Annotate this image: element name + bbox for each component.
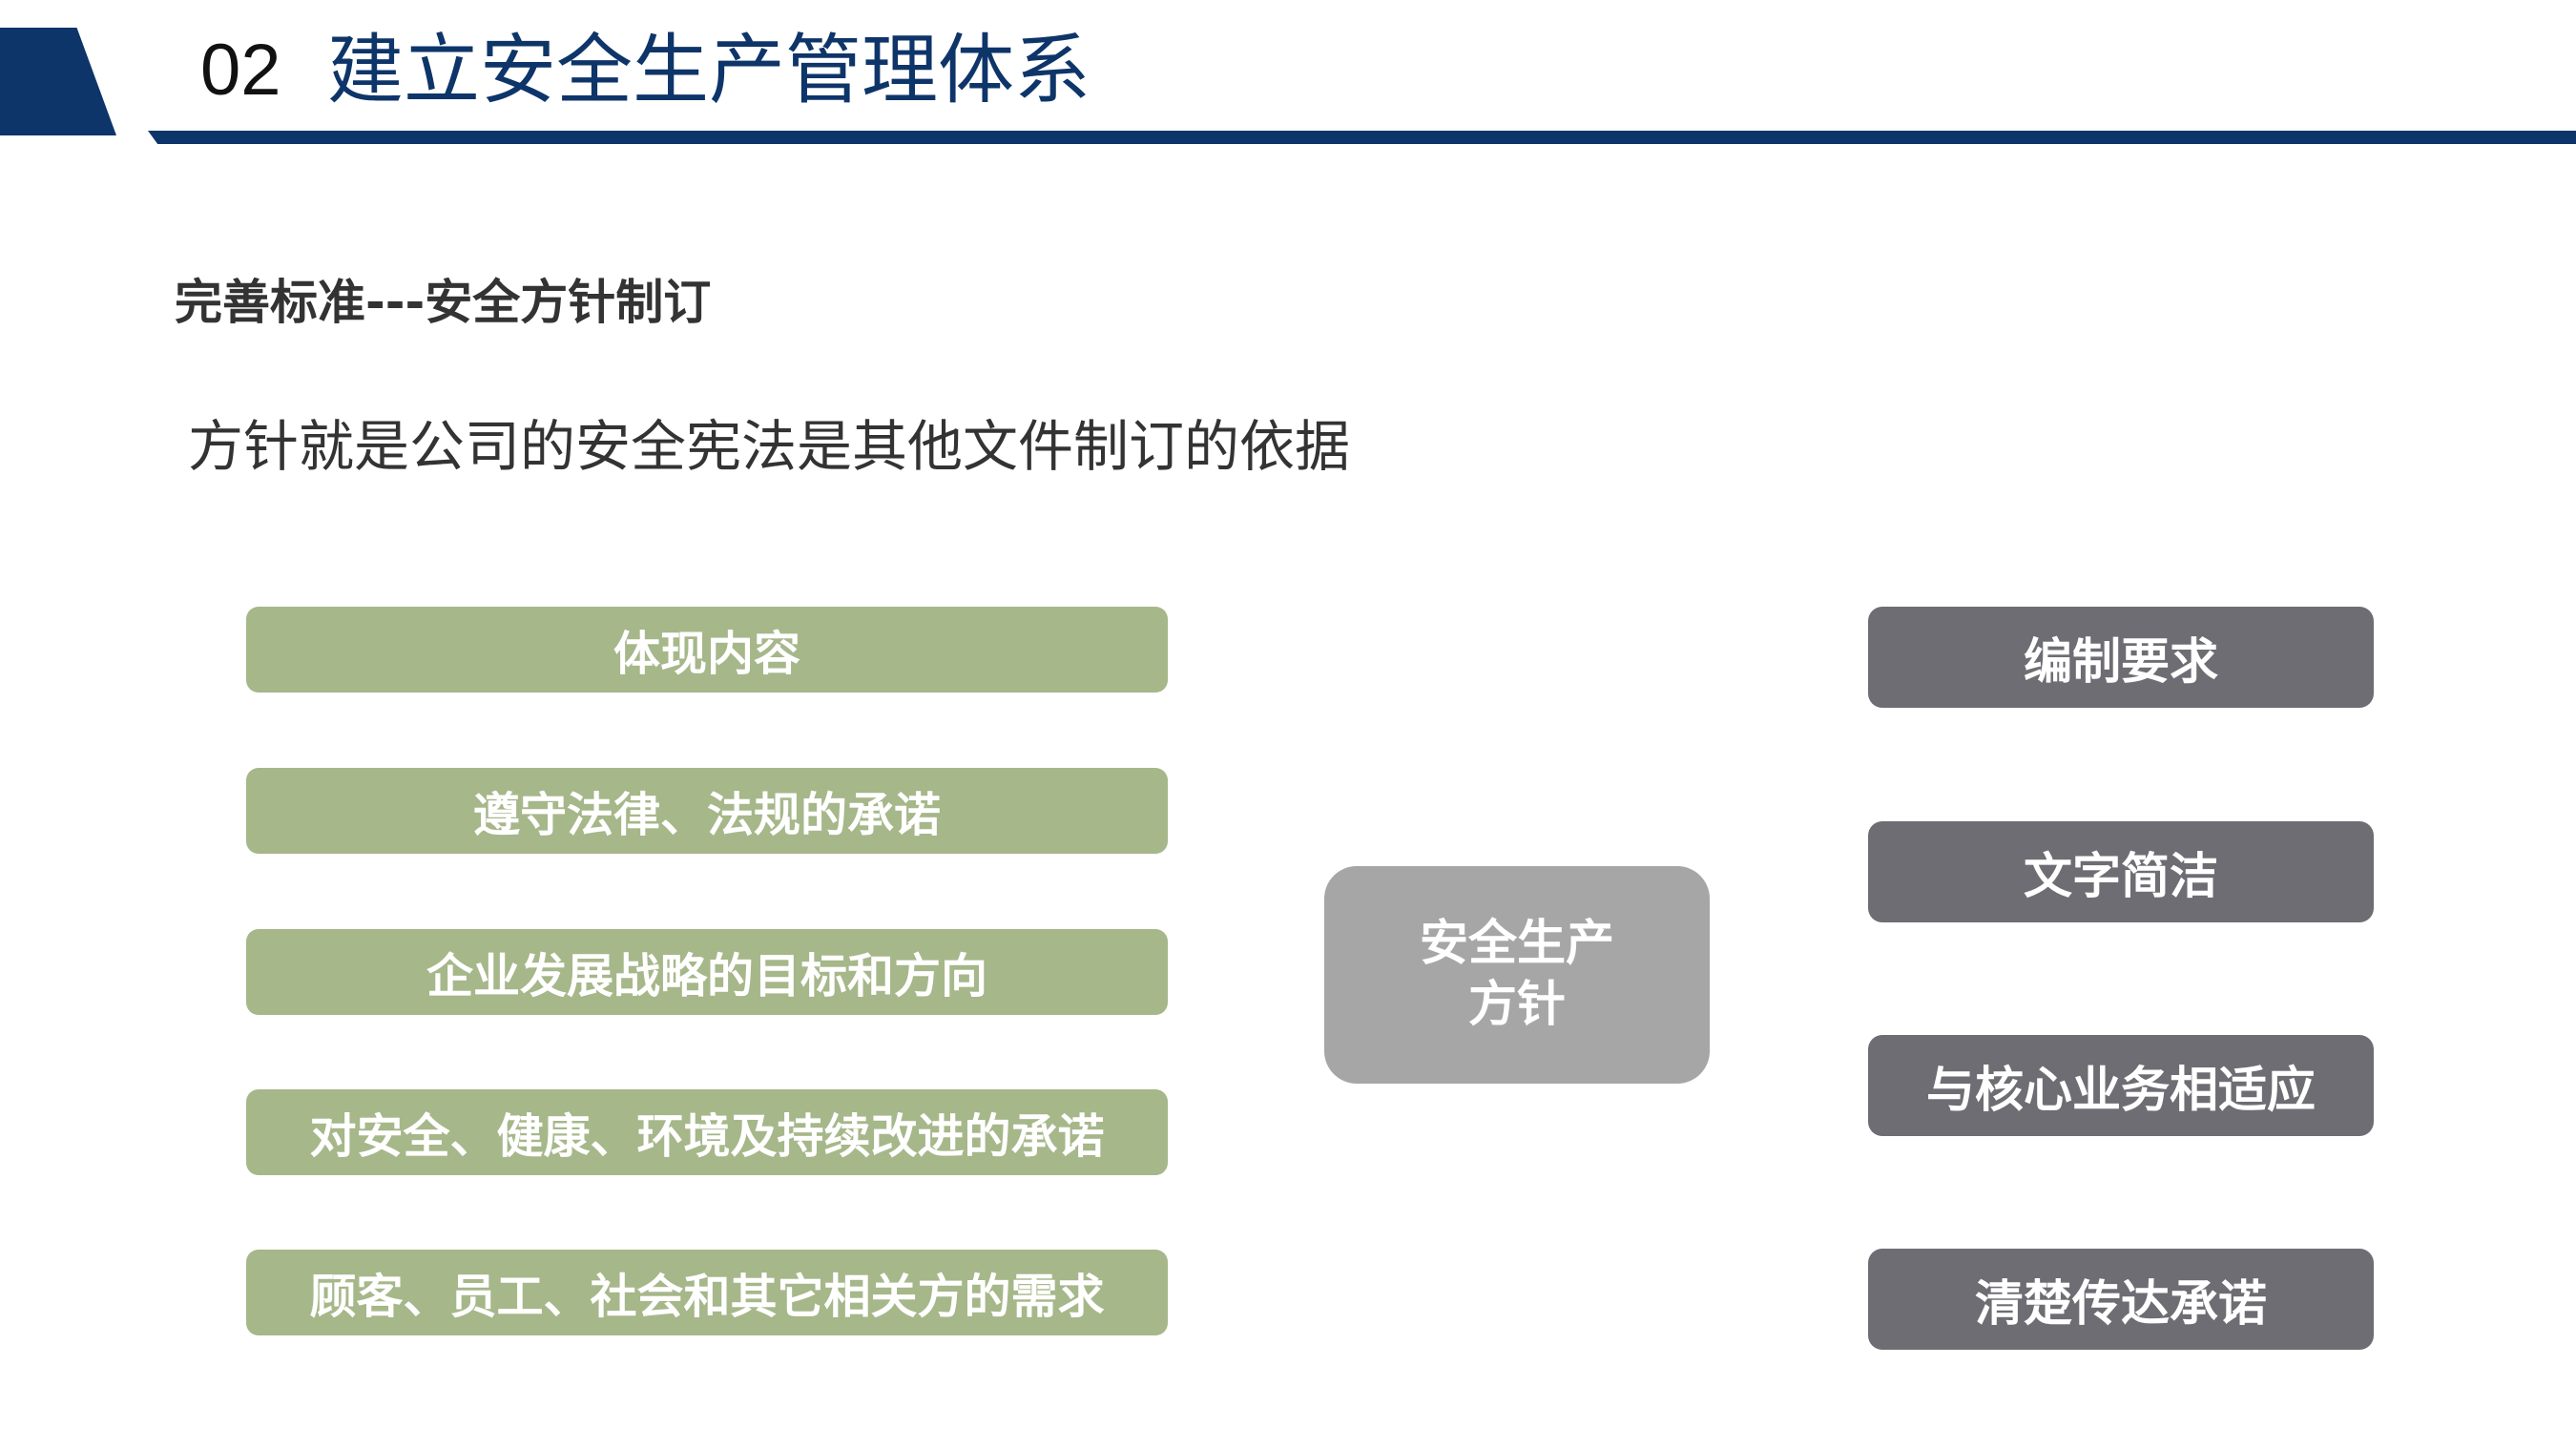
right-item-concise-text: 文字简洁 xyxy=(1868,821,2374,922)
center-node-label: 安全生产方针 xyxy=(1419,916,1614,1033)
left-item-legal-compliance: 遵守法律、法规的承诺 xyxy=(246,768,1168,854)
lead-statement: 方针就是公司的安全宪法是其他文件制订的依据 xyxy=(188,414,1351,479)
left-item-continuous-improvement: 对安全、健康、环境及持续改进的承诺 xyxy=(246,1089,1168,1175)
right-item-clear-commitment: 清楚传达承诺 xyxy=(1868,1249,2374,1350)
section-subheading: 完善标准---安全方针制订 xyxy=(175,275,712,330)
left-item-strategy-goals: 企业发展战略的目标和方向 xyxy=(246,929,1168,1015)
section-number: 02 xyxy=(200,30,281,111)
right-item-requirements-heading: 编制要求 xyxy=(1868,607,2374,708)
page-title: 建立安全生产管理体系 xyxy=(327,26,1091,114)
header-corner-decoration xyxy=(0,28,116,135)
right-item-core-business-fit: 与核心业务相适应 xyxy=(1868,1035,2374,1136)
header-divider-rule xyxy=(148,131,2576,144)
center-node-safety-policy: 安全生产方针 xyxy=(1324,866,1710,1084)
left-item-content-heading: 体现内容 xyxy=(246,607,1168,693)
left-item-stakeholder-needs: 顾客、员工、社会和其它相关方的需求 xyxy=(246,1250,1168,1335)
